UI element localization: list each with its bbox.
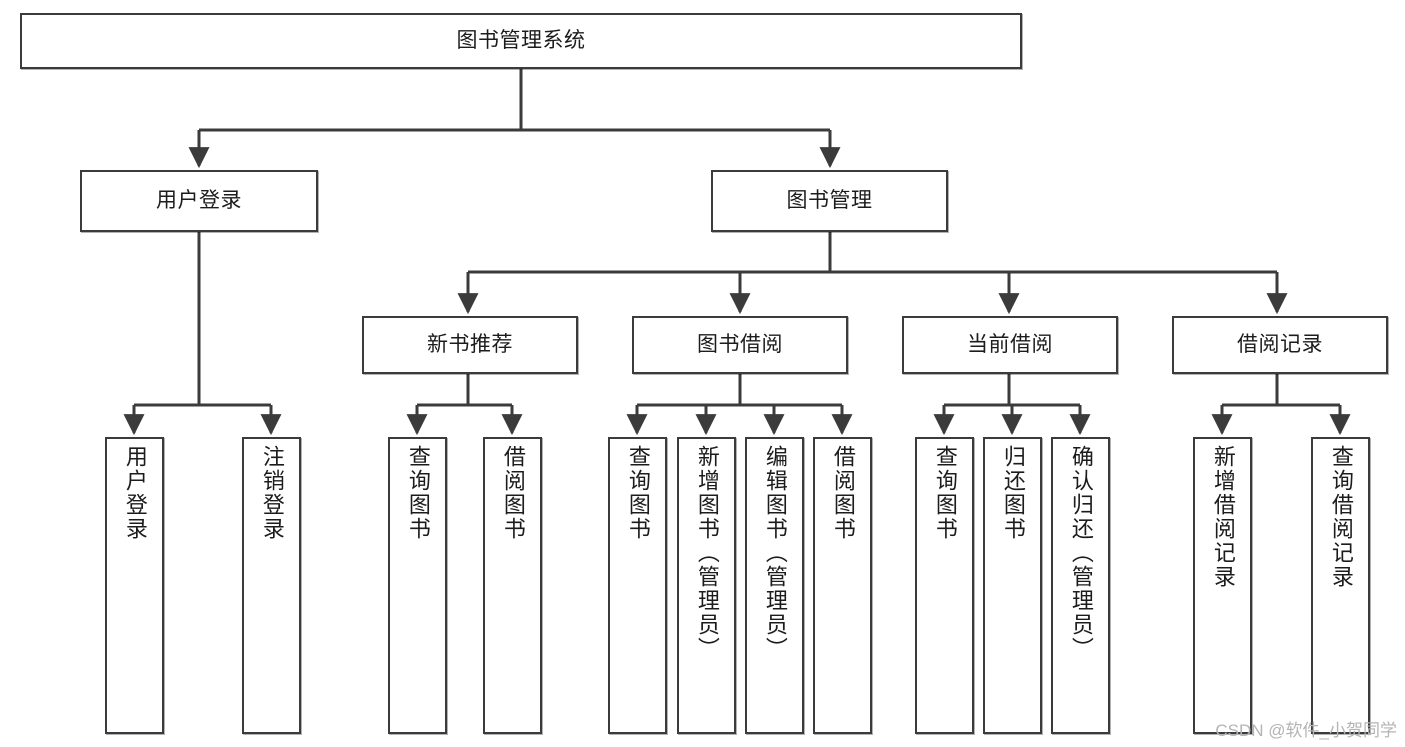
node-leaf-borrow-book-1[interactable]: 借阅图书 [483, 437, 542, 734]
node-current-borrow-label: 当前借阅 [967, 333, 1053, 357]
node-leaf-query-record-label: 查询借阅记录 [1328, 445, 1354, 589]
node-user-login-label: 用户登录 [156, 189, 242, 213]
node-leaf-query-record[interactable]: 查询借阅记录 [1311, 437, 1370, 734]
node-borrow-record-label: 借阅记录 [1237, 333, 1323, 357]
node-leaf-query-book-3-label: 查询图书 [932, 445, 958, 541]
node-leaf-logout-login[interactable]: 注销登录 [242, 437, 301, 734]
node-leaf-borrow-book-1-label: 借阅图书 [500, 445, 526, 541]
node-leaf-return-book-label: 归还图书 [1000, 445, 1026, 541]
node-leaf-add-record[interactable]: 新增借阅记录 [1193, 437, 1252, 734]
node-leaf-query-book-2[interactable]: 查询图书 [608, 437, 667, 734]
node-leaf-user-login[interactable]: 用户登录 [105, 437, 164, 734]
node-leaf-query-book-1-label: 查询图书 [405, 445, 431, 541]
node-leaf-borrow-book-2-label: 借阅图书 [830, 445, 856, 541]
node-leaf-query-book-2-label: 查询图书 [625, 445, 651, 541]
node-leaf-add-book[interactable]: 新增图书（管理员） [677, 437, 736, 734]
node-book-borrow[interactable]: 图书借阅 [632, 316, 848, 374]
node-root-label: 图书管理系统 [456, 29, 586, 53]
node-leaf-return-book[interactable]: 归还图书 [983, 437, 1042, 734]
node-borrow-record[interactable]: 借阅记录 [1172, 316, 1388, 374]
node-leaf-confirm-return-label: 确认归还（管理员） [1068, 445, 1094, 661]
node-leaf-edit-book[interactable]: 编辑图书（管理员） [745, 437, 804, 734]
node-current-borrow[interactable]: 当前借阅 [902, 316, 1118, 374]
node-leaf-add-book-label: 新增图书（管理员） [694, 445, 720, 661]
node-leaf-edit-book-label: 编辑图书（管理员） [762, 445, 788, 661]
node-root[interactable]: 图书管理系统 [20, 13, 1022, 69]
node-book-borrow-label: 图书借阅 [697, 333, 783, 357]
node-leaf-confirm-return[interactable]: 确认归还（管理员） [1051, 437, 1110, 734]
node-user-login[interactable]: 用户登录 [80, 170, 318, 232]
node-leaf-query-book-1[interactable]: 查询图书 [388, 437, 447, 734]
node-leaf-add-record-label: 新增借阅记录 [1210, 445, 1236, 589]
node-book-manage[interactable]: 图书管理 [711, 170, 948, 232]
node-leaf-logout-login-label: 注销登录 [259, 445, 285, 541]
node-book-manage-label: 图书管理 [786, 189, 873, 213]
node-leaf-borrow-book-2[interactable]: 借阅图书 [813, 437, 872, 734]
node-leaf-user-login-label: 用户登录 [122, 445, 148, 541]
node-new-book-recommend-label: 新书推荐 [427, 333, 513, 357]
node-new-book-recommend[interactable]: 新书推荐 [362, 316, 578, 374]
node-leaf-query-book-3[interactable]: 查询图书 [915, 437, 974, 734]
